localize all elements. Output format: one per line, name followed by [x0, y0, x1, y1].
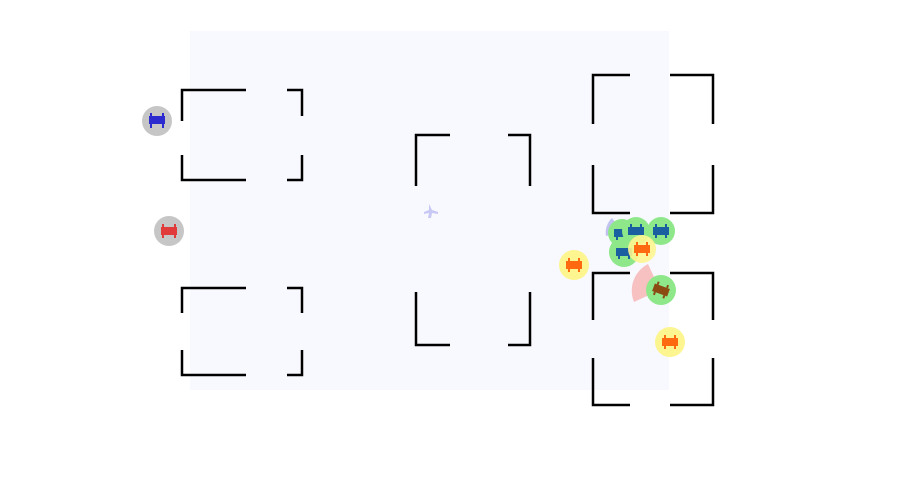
- robot-icon: [628, 224, 644, 235]
- building-top-left: [180, 88, 304, 182]
- robot-icon: [652, 281, 670, 299]
- robot-icon: [653, 224, 669, 238]
- plane-icon: [424, 204, 438, 218]
- robot-icon: [161, 224, 177, 238]
- unit-brown-1[interactable]: [646, 275, 676, 305]
- unit-orange-3[interactable]: [655, 327, 685, 357]
- unit-blue-offboard[interactable]: [142, 106, 172, 136]
- robot-icon: [616, 248, 632, 259]
- unit-orange-1[interactable]: [559, 250, 589, 280]
- robot-icon: [149, 113, 165, 128]
- robot-icon: [662, 335, 678, 349]
- building-top-right: [591, 73, 715, 215]
- robot-icon: [634, 242, 650, 256]
- robot-icon: [566, 258, 582, 272]
- building-bottom-left: [180, 286, 304, 377]
- unit-orange-2[interactable]: [628, 235, 656, 263]
- building-bottom-right: [591, 271, 715, 407]
- building-center: [414, 133, 532, 347]
- unit-red-offboard[interactable]: [154, 216, 184, 246]
- unit-teal-4[interactable]: [647, 217, 675, 245]
